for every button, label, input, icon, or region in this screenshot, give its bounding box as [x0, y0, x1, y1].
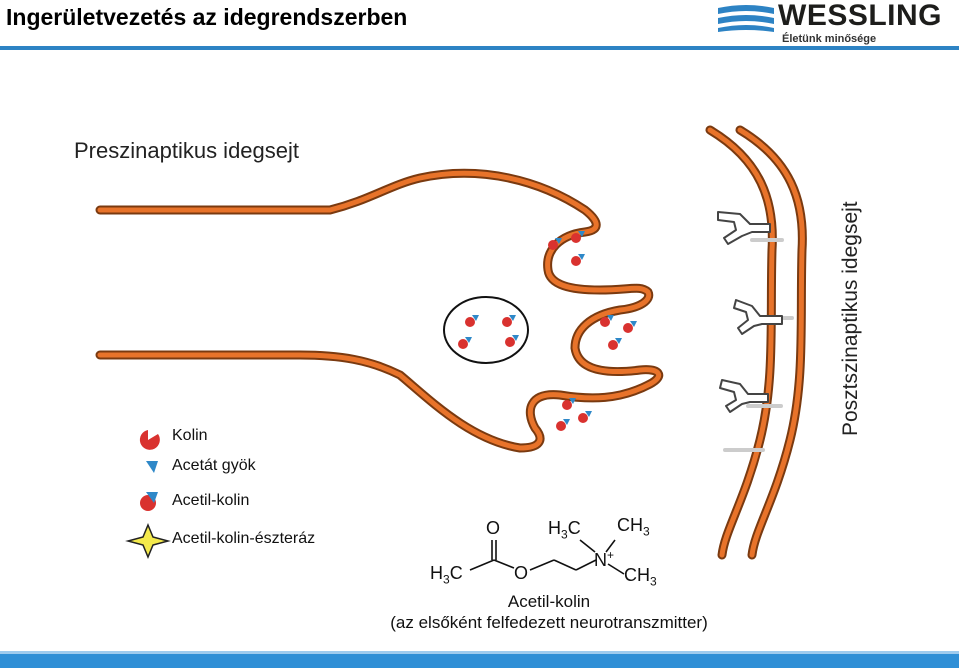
- legend-label-esterase: Acetil-kolin-észteráz: [172, 530, 316, 547]
- acetylcholine-molecule: [505, 335, 519, 347]
- acetylcholine-icon: [140, 492, 158, 511]
- acetylcholine-molecule: [502, 315, 516, 327]
- formula-caption-subtitle: (az elsőként felfedezett neurotranszmitt…: [390, 613, 708, 632]
- acetylcholine-molecule: [608, 338, 622, 350]
- acetylcholine-molecule: [578, 411, 592, 423]
- receptor-icon: [719, 379, 769, 413]
- wessling-logo: WESSLING Életünk minősége: [716, 0, 956, 48]
- acetate-icon: [146, 461, 158, 473]
- formula-caption-title: Acetil-kolin: [507, 592, 591, 611]
- wave-logo-icon: [718, 5, 774, 32]
- formula-oxygen-ester: O: [514, 563, 529, 583]
- footer-bar: [0, 651, 959, 668]
- formula-nitrogen: N+: [594, 548, 615, 570]
- acetylcholine-molecule: [571, 254, 585, 266]
- legend-label-acetylcholine: Acetil-kolin: [172, 492, 250, 509]
- formula-methyl-bottom: CH3: [624, 565, 657, 589]
- receptors: [717, 211, 783, 413]
- legend-label-choline: Kolin: [172, 427, 208, 444]
- acetylcholine-molecule: [623, 321, 637, 333]
- receptor-icon: [717, 211, 771, 245]
- synaptic-vesicle: [443, 296, 529, 364]
- presynaptic-membrane: [95, 168, 664, 453]
- logo-wordmark: WESSLING: [778, 0, 943, 32]
- acetylcholine-molecule: [548, 238, 562, 250]
- formula-oxygen-carbonyl: O: [486, 518, 501, 538]
- acetylcholine-molecule: [465, 315, 479, 327]
- acetylcholine-molecule: [556, 419, 570, 431]
- acetylcholine-molecules: [458, 231, 637, 431]
- acetylcholine-molecule: [562, 398, 576, 410]
- header-divider: [0, 46, 959, 50]
- postsynaptic-label: Posztszinaptikus idegsejt: [839, 201, 862, 436]
- formula-methyl-top-left: H3C: [548, 518, 581, 542]
- legend-label-acetate: Acetát gyök: [172, 457, 256, 474]
- page-title: Ingerületvezetés az idegrendszerben: [6, 4, 408, 30]
- postsynaptic-membrane: [705, 125, 807, 560]
- choline-icon: [139, 430, 160, 450]
- legend-icons: [125, 430, 171, 559]
- formula-bonds: [469, 539, 625, 575]
- acetylcholine-molecule: [571, 231, 585, 243]
- esterase-star-icon: [125, 523, 171, 559]
- logo-tagline: Életünk minősége: [782, 33, 877, 45]
- acetylcholine-molecule: [458, 337, 472, 349]
- receptor-icon: [733, 299, 783, 335]
- formula-methyl-left: H3C: [430, 563, 463, 587]
- presynaptic-label: Preszinaptikus idegsejt: [74, 138, 300, 163]
- acetylcholine-molecule: [600, 315, 614, 327]
- formula-methyl-top-right: CH3: [617, 515, 650, 539]
